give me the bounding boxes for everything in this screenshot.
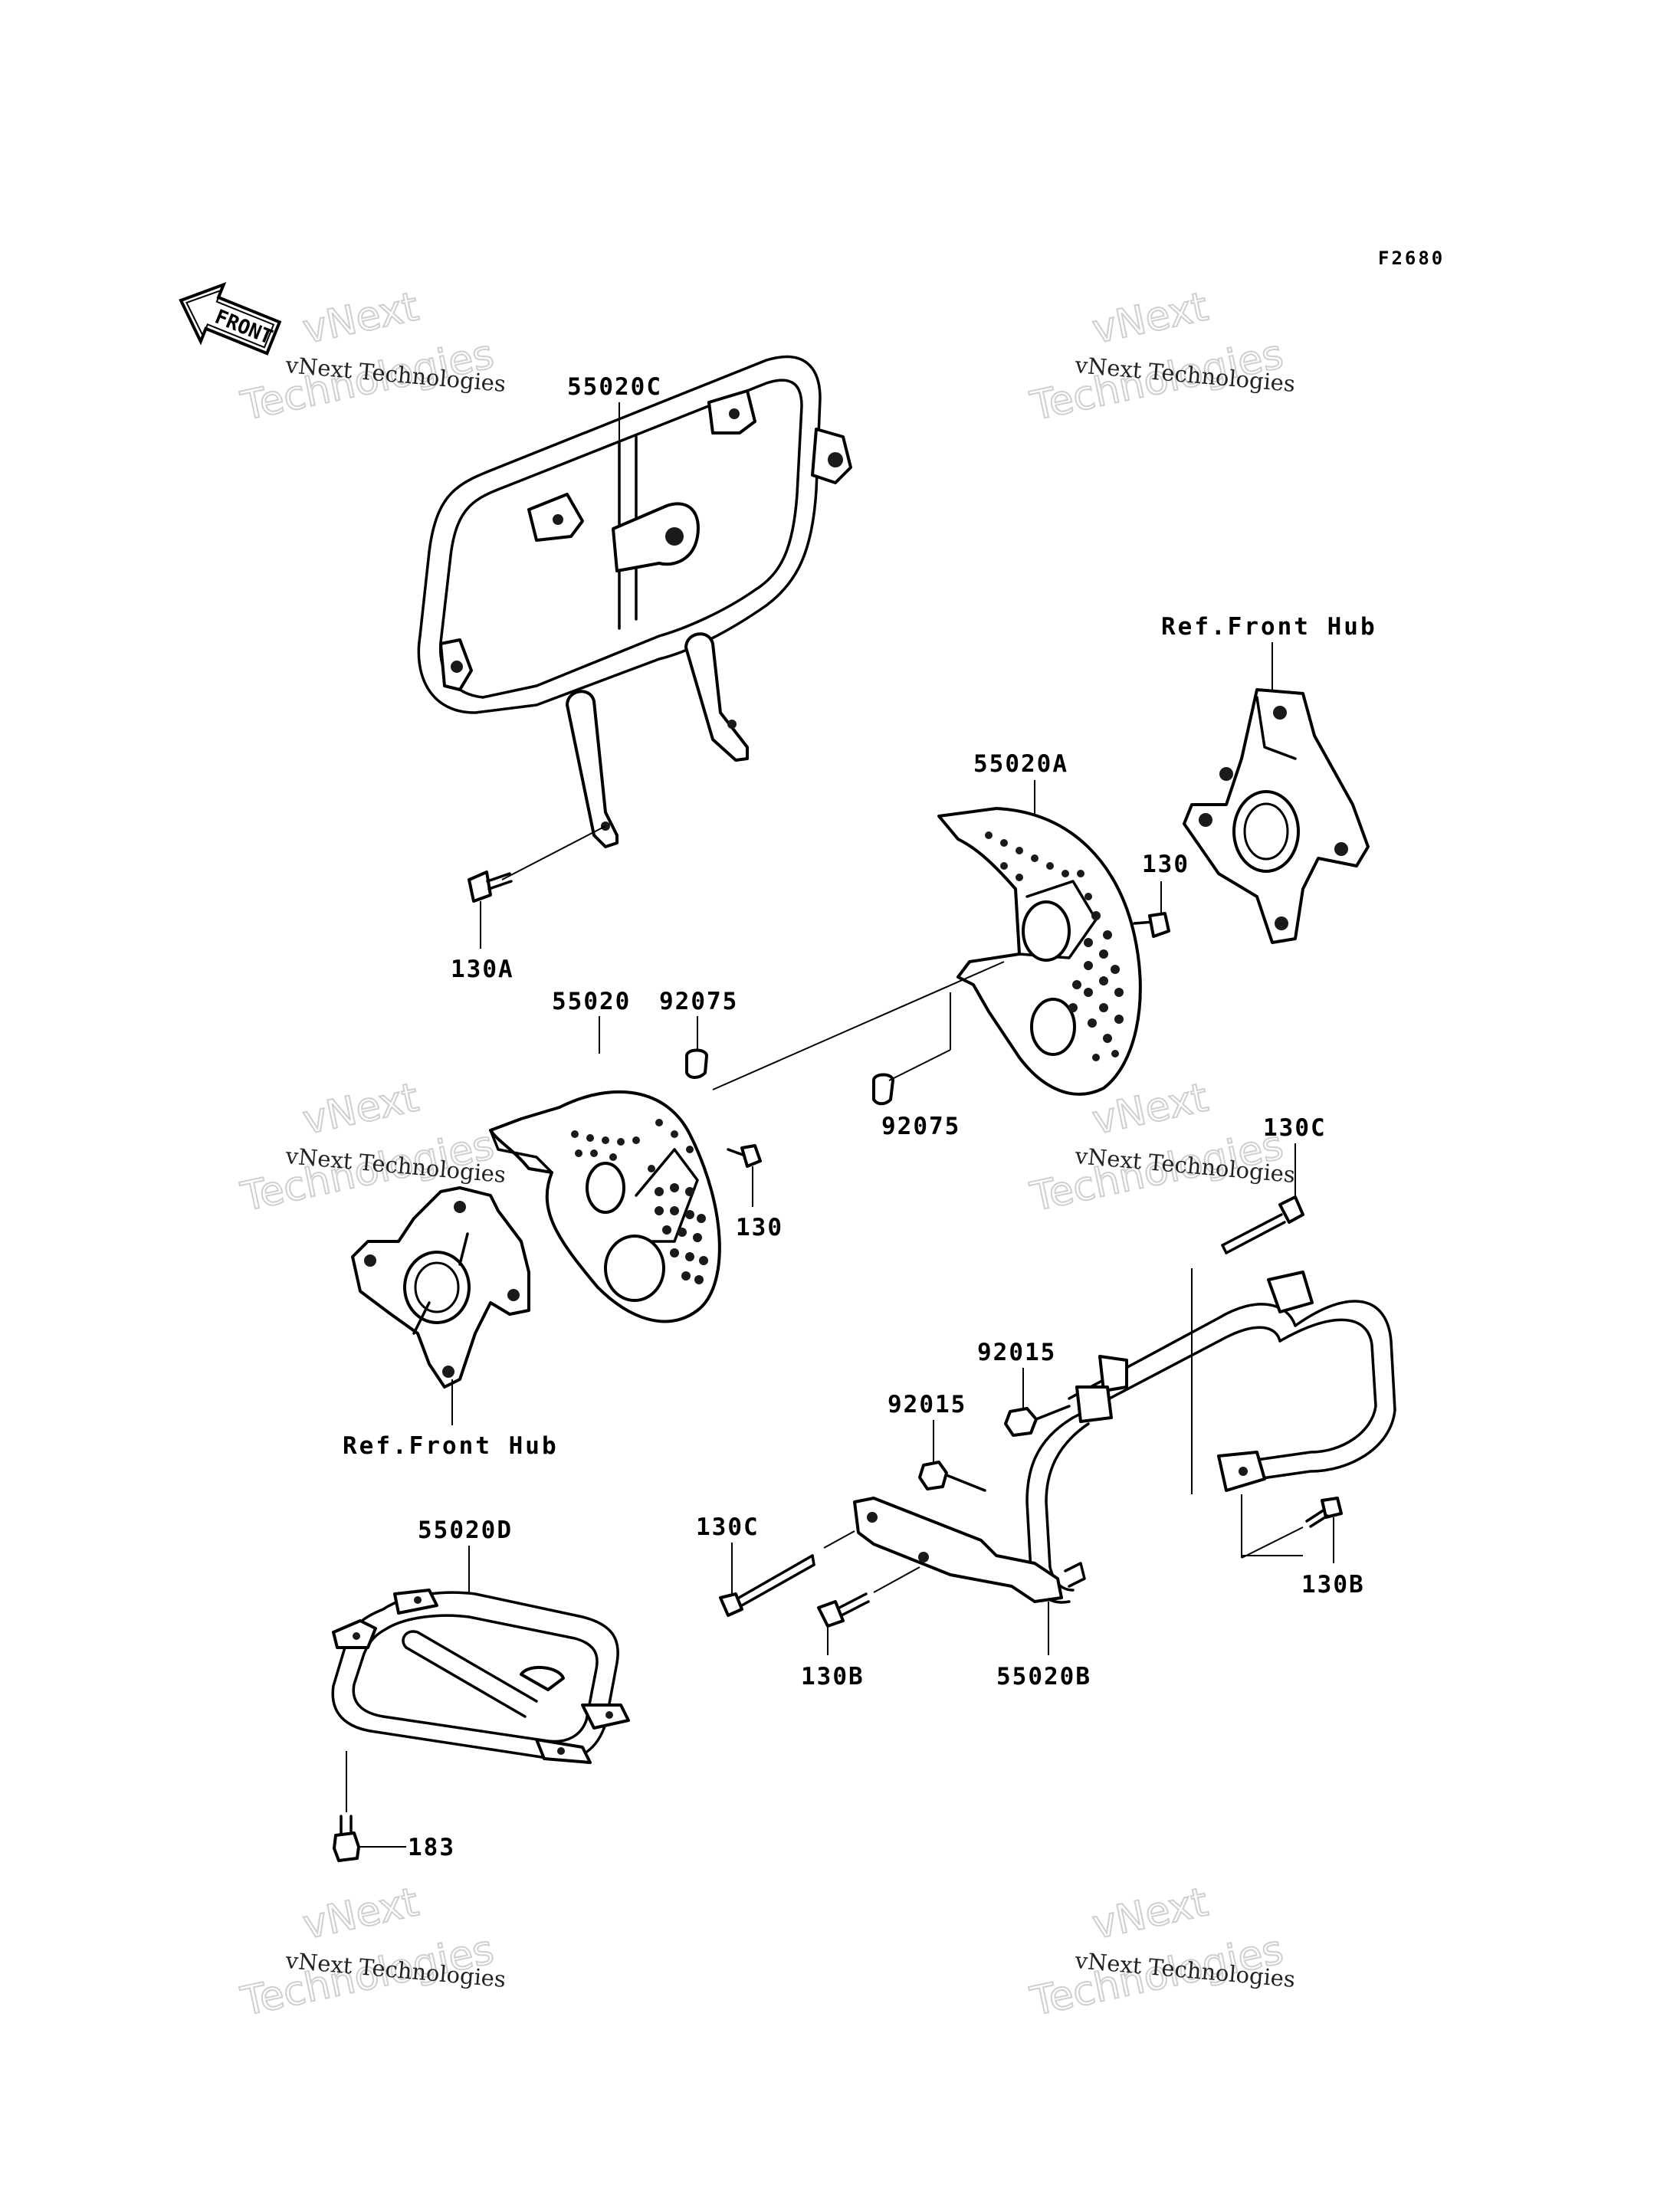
label-130-left: 130 [736,1214,783,1241]
label-130-right: 130 [1142,851,1189,878]
front-hub-right-icon [1183,688,1370,944]
label-55020C: 55020C [567,373,662,401]
bolt-130B-left-icon [817,1592,870,1628]
nut-92015-lower-icon [918,1461,986,1492]
svg-text:vNext: vNext [1088,284,1212,353]
label-130B-right: 130B [1301,1571,1365,1599]
watermark-bottom-right: vNext Technologies vNext Technologies [1025,1878,1296,2025]
svg-text:vNext: vNext [299,1879,422,1948]
label-183: 183 [408,1834,455,1861]
label-130B-left: 130B [801,1663,865,1690]
label-92075-left: 92075 [659,988,738,1015]
label-55020D: 55020D [418,1517,513,1544]
bolt-130-left-icon [727,1144,762,1168]
front-hub-left-icon [351,1186,530,1389]
bolt-130C-lower-icon [719,1554,815,1617]
watermark-top-right: vNext Technologies vNext Technologies [1025,283,1296,430]
disc-guard-55020A-icon [937,807,1142,1096]
diagram-code: F2680 [1378,248,1445,269]
disc-guard-55020-icon [489,1090,721,1323]
label-55020A: 55020A [973,750,1068,778]
label-92075-right: 92075 [881,1113,960,1140]
bolt-130A-icon [468,825,606,903]
ref-front-hub-left: Ref.Front Hub [343,1432,559,1460]
svg-text:vNext: vNext [299,284,422,353]
label-130A: 130A [451,956,514,983]
watermark-top-left: vNext Technologies vNext Technologies [236,283,507,430]
label-55020: 55020 [552,988,631,1015]
bolt-130-right-icon [1133,912,1170,938]
svg-text:vNext: vNext [299,1074,422,1143]
collar-92075-left-icon [685,1048,708,1079]
label-92015-lower: 92015 [888,1391,966,1418]
ref-front-hub-right: Ref.Front Hub [1161,613,1377,641]
guard-55020B-icon [853,1271,1396,1604]
label-130C-lower: 130C [696,1513,760,1541]
label-130C-upper: 130C [1263,1114,1327,1142]
label-55020B: 55020B [996,1663,1091,1690]
guard-55020C [417,355,852,848]
svg-text:vNext: vNext [1088,1879,1212,1948]
watermark-mid-right: vNext Technologies vNext Technologies [1025,1074,1296,1221]
bolt-183-icon [333,1815,360,1862]
bolt-130B-right-icon [1305,1497,1343,1528]
front-arrow-icon: FRONT [179,281,282,356]
collar-92075-right-icon [872,1073,894,1106]
guard-55020D-icon [331,1589,630,1764]
watermark-bottom-left: vNext Technologies vNext Technologies [236,1878,507,2025]
label-92015-upper: 92015 [977,1339,1056,1366]
nut-92015-upper-icon [1004,1405,1071,1437]
bolt-130C-upper-icon [1221,1195,1304,1254]
